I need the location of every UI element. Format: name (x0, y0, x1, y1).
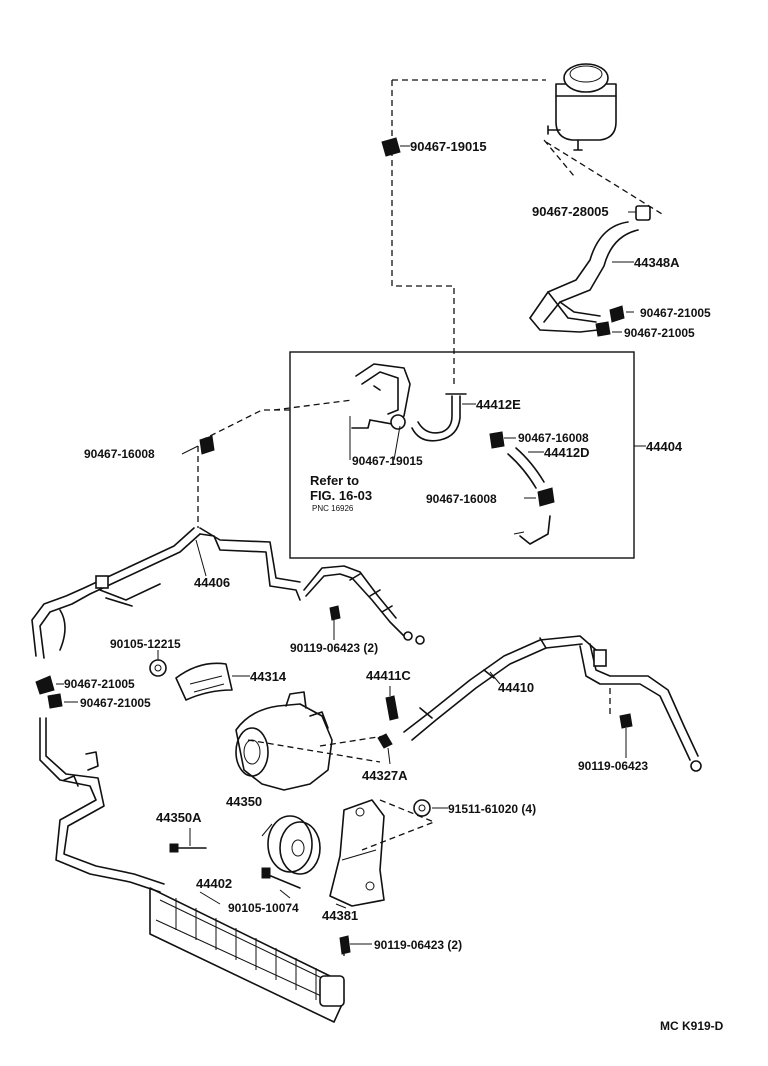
pulley-44350 (267, 815, 321, 875)
label-91511-61020: 91511-61020 (4) (448, 802, 536, 816)
label-44412E: 44412E (476, 397, 521, 412)
label-44412D: 44412D (544, 445, 590, 460)
label-44402: 44402 (196, 876, 232, 891)
hose-44410 (403, 635, 702, 772)
label-90467-21005-r1: 90467-21005 (640, 306, 711, 320)
reservoir-tank (547, 63, 617, 151)
oil-cooler-44402 (39, 717, 345, 1023)
label-44314: 44314 (250, 669, 287, 684)
label-90467-19015-top: 90467-19015 (410, 139, 487, 154)
label-44406: 44406 (194, 575, 230, 590)
label-44410: 44410 (498, 680, 534, 695)
refer-pnc-text: PNC 16926 (312, 504, 354, 513)
label-90467-28005: 90467-28005 (532, 204, 609, 219)
label-44381: 44381 (322, 908, 358, 923)
inner-hose-assembly (351, 363, 555, 545)
refer-fig-text: FIG. 16-03 (310, 488, 372, 503)
label-90467-19015-box: 90467-19015 (352, 454, 423, 468)
label-44350: 44350 (226, 794, 262, 809)
diagram-code: MC K919-D (660, 1019, 724, 1033)
label-44350A: 44350A (156, 810, 202, 825)
label-90105-10074: 90105-10074 (228, 901, 299, 915)
hose-44406 (31, 527, 425, 659)
label-90105-12215: 90105-12215 (110, 637, 181, 651)
label-90467-21005-r2: 90467-21005 (624, 326, 695, 340)
label-90119-06423-c: 90119-06423 (2) (374, 938, 462, 952)
bracket-44381 (329, 799, 385, 907)
label-90467-16008-l: 90467-16008 (84, 447, 155, 461)
bracket-44314 (175, 662, 233, 701)
label-90467-16008-box: 90467-16008 (426, 492, 497, 506)
refer-to-text: Refer to (310, 473, 359, 488)
assembly-box-44404 (289, 351, 635, 559)
label-44327A: 44327A (362, 768, 408, 783)
label-90467-21005-l2: 90467-21005 (80, 696, 151, 710)
power-steering-pump (235, 691, 333, 791)
label-90467-21005-l1: 90467-21005 (64, 677, 135, 691)
label-44404: 44404 (646, 439, 683, 454)
label-44411C: 44411C (366, 668, 411, 683)
hose-44348A (529, 205, 651, 333)
label-90467-16008-r: 90467-16008 (518, 431, 589, 445)
label-90119-06423-a: 90119-06423 (2) (290, 641, 378, 655)
label-44348A: 44348A (634, 255, 680, 270)
label-90119-06423-b: 90119-06423 (578, 759, 648, 773)
